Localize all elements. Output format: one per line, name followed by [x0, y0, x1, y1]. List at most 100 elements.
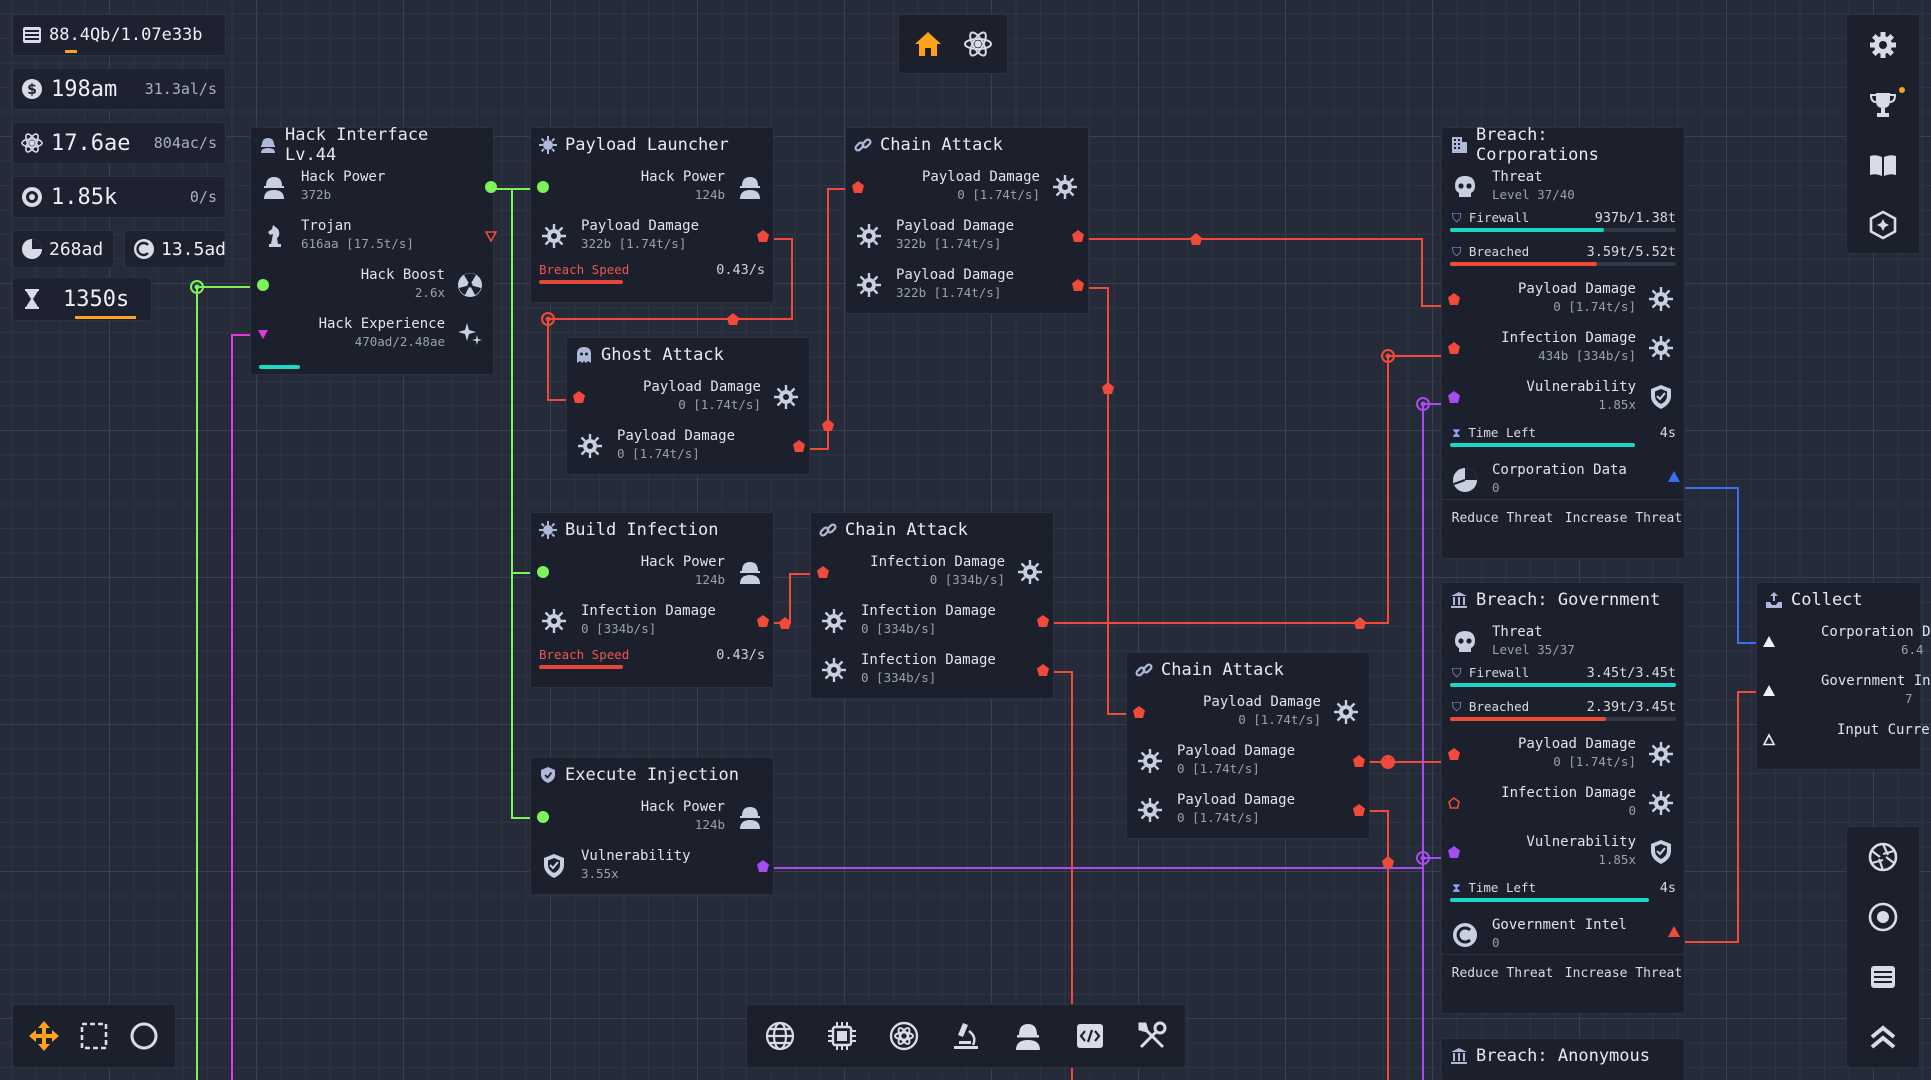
right-toolbar-top [1846, 14, 1920, 254]
output-port[interactable] [757, 230, 769, 242]
input-port[interactable] [573, 391, 585, 403]
output-port[interactable] [1353, 804, 1365, 816]
wire-junction [545, 316, 551, 322]
research-tree-button[interactable] [879, 1011, 929, 1061]
output-port[interactable] [1072, 279, 1084, 291]
node-title: Breach: Government [1476, 590, 1661, 610]
output-port[interactable] [485, 181, 497, 193]
wire-marker [1190, 233, 1202, 245]
research-view-button[interactable] [953, 19, 1003, 69]
output-port[interactable] [1353, 755, 1365, 767]
data-value: 88.4Qb/1.07e33b [49, 25, 203, 45]
collect-icon [1765, 591, 1783, 609]
prestige-button[interactable] [1847, 1007, 1919, 1067]
node-build-infection[interactable]: Build Infection Hack Power 124b Infectio… [530, 512, 774, 688]
ghost-icon [575, 346, 593, 364]
input-port[interactable] [1448, 846, 1460, 858]
book-icon [1868, 150, 1898, 180]
wire-marker [1382, 756, 1394, 768]
circle-tool-button[interactable] [119, 1011, 169, 1061]
codex-button[interactable] [1847, 135, 1919, 195]
node-hack-interface[interactable]: Hack Interface Lv.44 Hack Power 372b Tro… [250, 125, 498, 375]
hackers-button[interactable] [1003, 1011, 1053, 1061]
home-button[interactable] [903, 19, 953, 69]
input-port[interactable] [1763, 636, 1775, 648]
wire-junction [1416, 851, 1430, 865]
input-port[interactable] [537, 181, 549, 193]
node-chain-attack-3[interactable]: Chain Attack Payload Damage 0 [1.74t/s] … [1126, 652, 1370, 839]
input-port[interactable] [1448, 748, 1460, 760]
sparkle-icon [457, 321, 483, 347]
output-port[interactable] [757, 615, 769, 627]
tools-button[interactable] [1127, 1011, 1177, 1061]
atom-icon [21, 132, 43, 154]
node-breach-corporations[interactable]: Breach: Corporations Threat Level 37/40 … [1441, 125, 1685, 559]
input-port[interactable] [1448, 391, 1460, 403]
wire-marker [1354, 617, 1366, 629]
input-port[interactable] [537, 566, 549, 578]
output-port[interactable] [1037, 615, 1049, 627]
virus-icon [1648, 741, 1674, 767]
input-port[interactable] [1448, 342, 1460, 354]
node-execute-injection[interactable]: Execute Injection Hack Power 124b Vulner… [530, 757, 774, 895]
lab-button[interactable] [941, 1011, 991, 1061]
output-port[interactable] [1668, 471, 1680, 483]
input-port[interactable] [852, 181, 864, 193]
node-title: Execute Injection [565, 765, 739, 785]
input-port[interactable] [1448, 796, 1460, 809]
output-port[interactable] [1072, 230, 1084, 242]
reduce-threat-button[interactable]: Reduce Threat [1442, 954, 1563, 992]
achievements-button[interactable] [1847, 75, 1919, 135]
select-tool-button[interactable] [69, 1011, 119, 1061]
database-icon [21, 24, 43, 46]
wire-marker [779, 617, 791, 629]
core-button[interactable] [1847, 887, 1919, 947]
node-payload-launcher[interactable]: Payload Launcher Hack Power 124b Payload… [530, 127, 774, 303]
input-port[interactable] [1133, 706, 1145, 718]
output-port[interactable] [484, 230, 498, 243]
wire-marker [1382, 856, 1394, 868]
node-breach-anonymous[interactable]: Breach: Anonymous [1441, 1038, 1685, 1080]
node-chain-attack-1[interactable]: Chain Attack Payload Damage 0 [1.74t/s] … [845, 127, 1089, 314]
research-value: 17.6ae [51, 130, 131, 156]
node-collect[interactable]: Collect Corporation D 6.4 Government In … [1756, 582, 1931, 770]
breach-speed-bar: Breach Speed 0.43/s [531, 260, 773, 290]
input-port[interactable] [537, 811, 549, 823]
upgrades-button[interactable] [1847, 195, 1919, 255]
hacker-icon [737, 804, 763, 830]
right-toolbar-bottom [1846, 826, 1920, 1068]
move-tool-button[interactable] [19, 1011, 69, 1061]
wire-junction [190, 280, 204, 294]
input-port[interactable] [257, 328, 269, 340]
hardware-button[interactable] [817, 1011, 867, 1061]
input-port[interactable] [1448, 293, 1460, 305]
hacker-icon [737, 174, 763, 200]
output-port[interactable] [757, 860, 769, 872]
reduce-threat-button[interactable]: Reduce Threat [1442, 499, 1563, 537]
input-port[interactable] [257, 279, 269, 291]
link-icon [819, 521, 837, 539]
input-port[interactable] [1763, 685, 1775, 697]
firewall-bar: ⛉ Firewall 937b/1.38t [1442, 206, 1684, 240]
database-button[interactable] [1847, 947, 1919, 1007]
output-port[interactable] [1037, 664, 1049, 676]
aperture-button[interactable] [1847, 827, 1919, 887]
wire-purple [762, 403, 1455, 869]
aperture-icon [1868, 842, 1898, 872]
node-chain-attack-2[interactable]: Chain Attack Infection Damage 0 [334b/s]… [810, 512, 1054, 699]
node-breach-government[interactable]: Breach: Government Threat Level 35/37 ⛉ … [1441, 582, 1685, 1014]
node-ghost-attack[interactable]: Ghost Attack Payload Damage 0 [1.74t/s] … [566, 337, 810, 475]
network-button[interactable] [755, 1011, 805, 1061]
input-port[interactable] [817, 566, 829, 578]
virus-icon [1648, 790, 1674, 816]
increase-threat-button[interactable]: Increase Threat [1563, 954, 1684, 992]
increase-threat-button[interactable]: Increase Threat [1563, 499, 1684, 537]
scripts-button[interactable] [1065, 1011, 1115, 1061]
pie-chart-icon [1452, 467, 1478, 493]
output-port[interactable] [793, 440, 805, 452]
dollar-icon: $ [21, 78, 43, 100]
code-icon [1075, 1021, 1105, 1051]
input-port[interactable] [1762, 733, 1776, 746]
output-port[interactable] [1668, 926, 1680, 938]
settings-button[interactable] [1847, 15, 1919, 75]
